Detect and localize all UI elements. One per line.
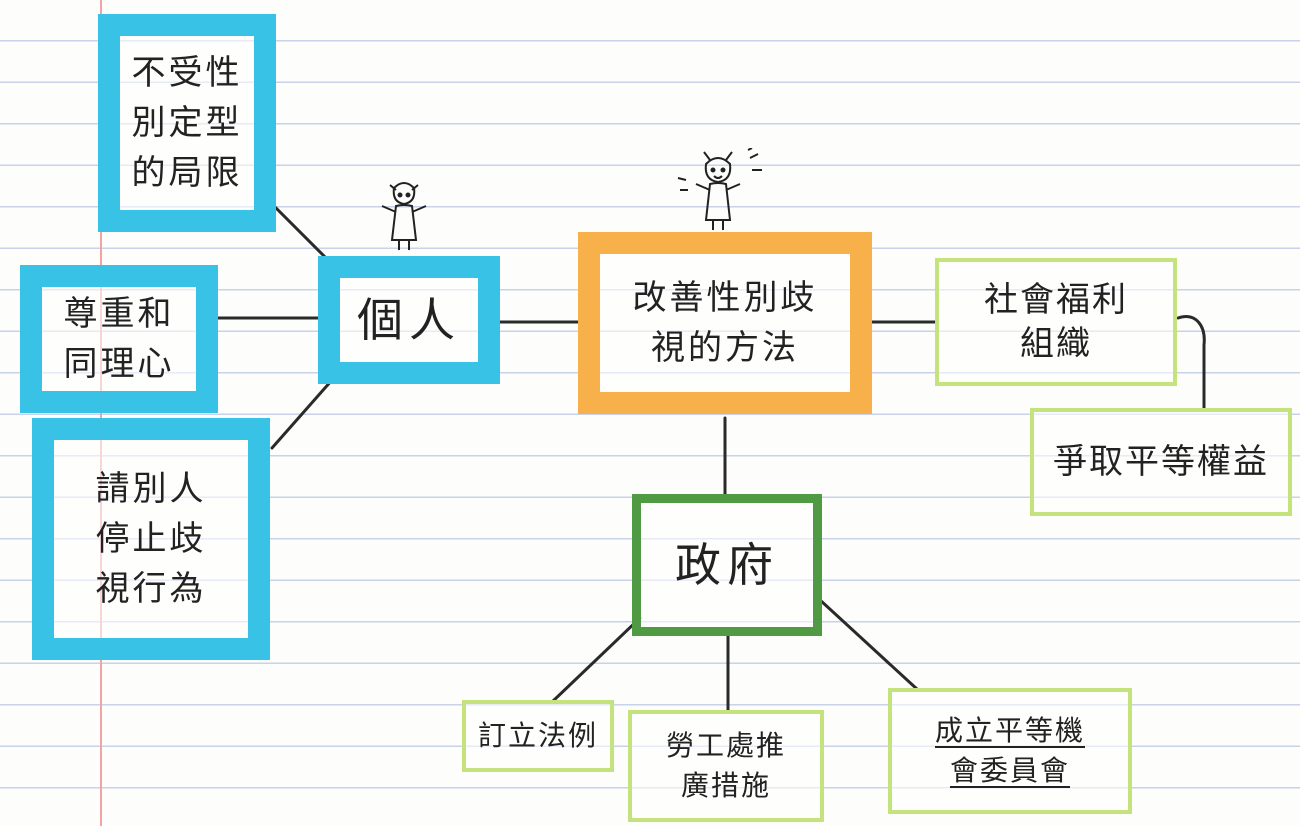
connector-individual-stop (270, 378, 334, 450)
node-individual: 個人 (318, 256, 500, 384)
node-not-limited: 不受性 別定型 的局限 (98, 14, 276, 232)
connector-gov-legislate (550, 616, 642, 704)
node-individual-label: 個人 (357, 293, 461, 347)
connector-gov-commission (818, 598, 920, 692)
node-welfare-organizations: 社會福利 組織 (935, 258, 1177, 386)
node-center-topic-label: 改善性別歧 視的方法 (632, 278, 818, 368)
node-labour-department-label: 勞工處推 廣措施 (665, 729, 786, 802)
node-labour-department: 勞工處推 廣措施 (628, 710, 824, 822)
node-stop-discrimination-label: 請別人 停止歧 視行為 (95, 469, 207, 609)
node-equal-opportunities-commission: 成立平等機 會委員會 (888, 688, 1132, 814)
node-center-topic: 改善性別歧 視的方法 (578, 232, 872, 414)
node-stop-discrimination: 請別人 停止歧 視行為 (32, 418, 270, 660)
node-not-limited-label: 不受性 別定型 的局限 (131, 53, 243, 193)
node-welfare-organizations-label: 社會福利 組織 (984, 280, 1128, 364)
stick-figure-girl-center (677, 148, 762, 230)
node-equal-rights-label: 爭取平等權益 (1053, 442, 1269, 482)
connector-welfare-equal-rights (1176, 315, 1206, 410)
node-government-label: 政府 (675, 538, 779, 592)
stick-figure-girl-left (381, 182, 427, 250)
node-respect-label: 尊重和 同理心 (63, 294, 175, 384)
node-equal-rights: 爭取平等權益 (1030, 408, 1292, 516)
node-respect: 尊重和 同理心 (20, 265, 218, 413)
node-equal-opportunities-commission-label: 成立平等機 會委員會 (934, 714, 1085, 787)
node-legislate-label: 訂立法例 (477, 719, 598, 752)
node-legislate: 訂立法例 (462, 700, 614, 772)
node-government: 政府 (632, 494, 822, 636)
connector-individual-not-limited (266, 198, 332, 264)
notebook-margin-line (100, 0, 102, 826)
